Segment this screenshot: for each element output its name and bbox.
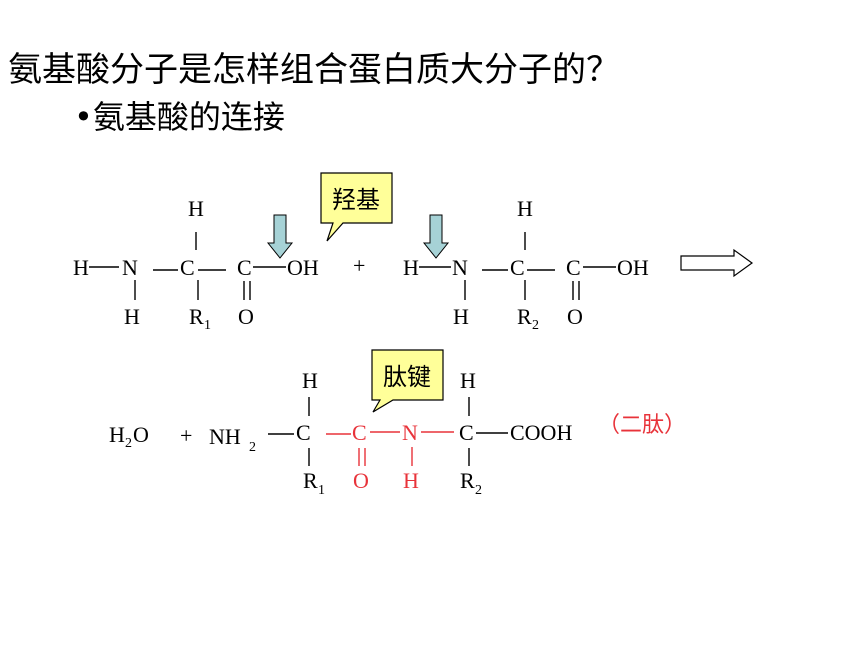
- dipeptide-label: （二肽）: [598, 413, 686, 438]
- plus-sign: +: [353, 253, 365, 278]
- atom-c: C: [510, 255, 525, 280]
- atom-h: H: [403, 255, 419, 280]
- plus-sign: +: [180, 423, 192, 448]
- subscript: 1: [204, 318, 211, 333]
- atom-h: H: [188, 196, 204, 221]
- hollow-right-arrow-icon: [680, 248, 754, 278]
- products: H 2 O + NH 2 C H R 1: [109, 368, 325, 498]
- carboxyl-group: COOH: [510, 420, 572, 445]
- atom-h: H: [73, 255, 89, 280]
- down-arrow-icon: [266, 214, 294, 259]
- atom-r: R: [303, 468, 318, 493]
- subscript: 2: [532, 318, 539, 333]
- down-arrow-icon: [422, 214, 450, 259]
- atom-h: H: [124, 304, 140, 329]
- subscript: 2: [475, 483, 482, 498]
- atom-r: R: [517, 304, 532, 329]
- atom-r: R: [189, 304, 204, 329]
- peptide-bond-callout-text: 肽键: [383, 363, 431, 391]
- atom-o: O: [238, 304, 254, 329]
- amino-group: NH: [209, 424, 241, 449]
- hydroxyl-callout: 羟基: [320, 172, 393, 242]
- atom-c: C: [180, 255, 195, 280]
- amino-acid-2: H N H C H R 2 C O OH: [403, 196, 649, 333]
- atom-o: O: [567, 304, 583, 329]
- products-tail: C H R 2 COOH: [459, 368, 572, 498]
- atom-c: C: [237, 255, 252, 280]
- peptide-h: H: [403, 468, 419, 493]
- peptide-c: C: [352, 420, 367, 445]
- atom-n: N: [452, 255, 468, 280]
- peptide-bond-callout: 肽键: [371, 349, 444, 413]
- slide-title: 氨基酸分子是怎样组合蛋白质大分子的？: [8, 50, 620, 90]
- atom-c: C: [296, 420, 311, 445]
- peptide-o: O: [353, 468, 369, 493]
- water-h: H: [109, 422, 125, 447]
- atom-h: H: [460, 368, 476, 393]
- water-o: O: [133, 422, 149, 447]
- slide-subtitle: •氨基酸的连接: [74, 98, 285, 136]
- peptide-bond: C O N H: [326, 420, 454, 493]
- subscript: 2: [125, 436, 132, 451]
- atom-n: N: [122, 255, 138, 280]
- subscript: 2: [249, 440, 256, 455]
- atom-h: H: [517, 196, 533, 221]
- atom-c: C: [459, 420, 474, 445]
- hydroxyl-group: OH: [287, 255, 319, 280]
- atom-h: H: [302, 368, 318, 393]
- atom-c: C: [566, 255, 581, 280]
- atom-h: H: [453, 304, 469, 329]
- hydroxyl-group: OH: [617, 255, 649, 280]
- peptide-n: N: [402, 420, 418, 445]
- atom-r: R: [460, 468, 475, 493]
- hydroxyl-callout-text: 羟基: [332, 186, 380, 214]
- subscript: 1: [318, 483, 325, 498]
- amino-acid-1: H N H C H R 1 C O OH: [73, 196, 319, 333]
